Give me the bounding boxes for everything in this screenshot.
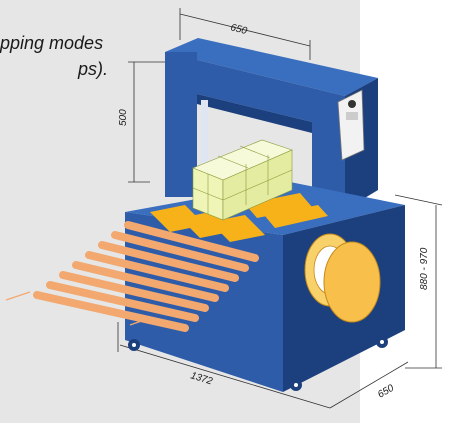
dim-table-height: 880 - 970 xyxy=(419,247,430,290)
strap-tracks xyxy=(150,193,328,242)
dim-frame-height: 500 xyxy=(118,109,129,126)
roller-conveyor xyxy=(33,221,259,332)
caster-wheel-icon xyxy=(128,336,388,391)
dim-length: 1372 xyxy=(189,370,214,387)
caption-line-1: pping modes xyxy=(0,33,104,53)
strap-reel-icon xyxy=(304,233,381,323)
package-bundle xyxy=(192,139,293,221)
caption-line-2: ps). xyxy=(78,59,109,79)
control-panel-icon xyxy=(337,89,365,161)
dim-depth: 650 xyxy=(376,383,396,401)
caption-text: pping modes ps). xyxy=(0,30,150,82)
dim-top-width: 650 xyxy=(229,22,248,37)
roller-axles xyxy=(5,291,151,326)
